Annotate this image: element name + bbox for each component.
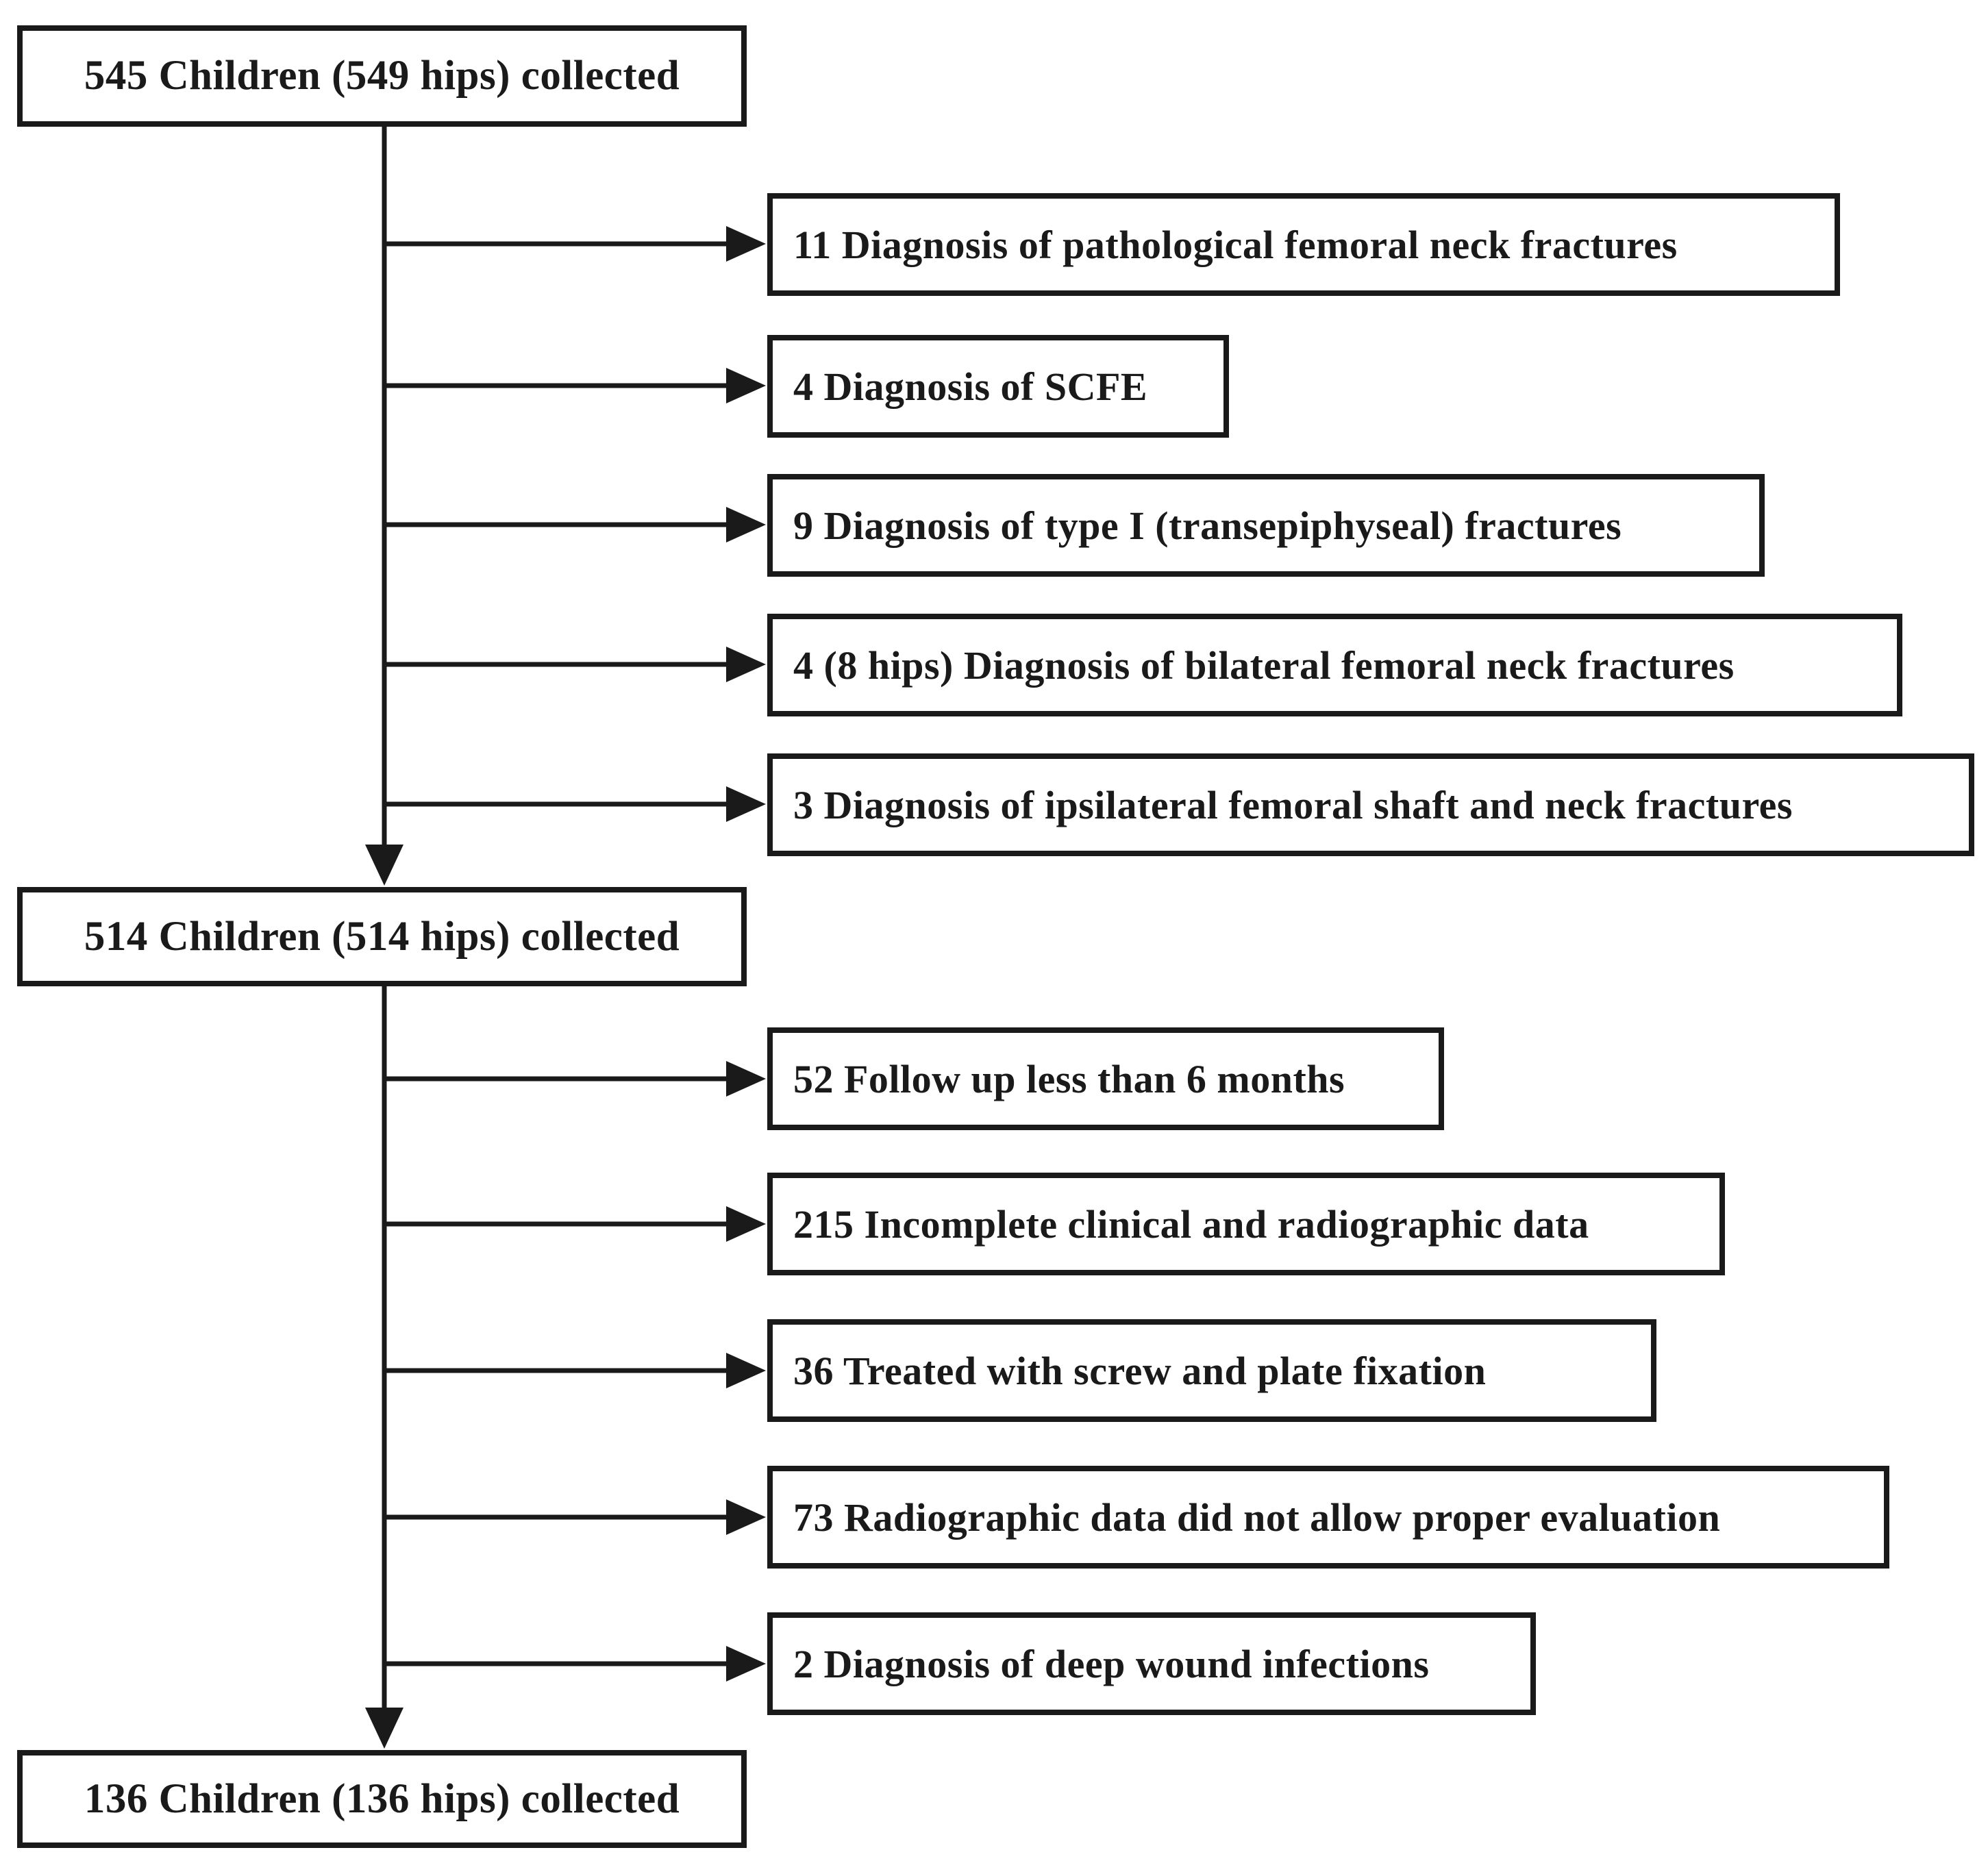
exclusion-label: 73 Radiographic data did not allow prope… — [793, 1495, 1721, 1540]
right-arrowhead-icon — [726, 1646, 766, 1682]
exclusion-box-bilateral-fractures: 4 (8 hips) Diagnosis of bilateral femora… — [767, 614, 1902, 716]
right-arrowhead-icon — [726, 507, 766, 542]
exclusion-label: 3 Diagnosis of ipsilateral femoral shaft… — [793, 782, 1793, 827]
exclusion-box-short-followup: 52 Follow up less than 6 months — [767, 1027, 1444, 1130]
intermediate-cohort-box: 514 Children (514 hips) collected — [17, 887, 747, 986]
exclusion-label: 2 Diagnosis of deep wound infections — [793, 1641, 1430, 1686]
exclusion-label: 36 Treated with screw and plate fixation — [793, 1348, 1487, 1393]
final-cohort-box: 136 Children (136 hips) collected — [17, 1750, 747, 1848]
exclusion-box-radiographic-evaluation: 73 Radiographic data did not allow prope… — [767, 1466, 1889, 1569]
right-arrowhead-icon — [726, 786, 766, 822]
right-arrowhead-icon — [726, 1061, 766, 1097]
exclusion-label: 9 Diagnosis of type I (transepiphyseal) … — [793, 503, 1622, 548]
initial-cohort-label: 545 Children (549 hips) collected — [84, 53, 680, 99]
intermediate-cohort-label: 514 Children (514 hips) collected — [84, 913, 680, 960]
exclusion-box-pathological-fractures: 11 Diagnosis of pathological femoral nec… — [767, 193, 1840, 296]
down-arrowhead-icon — [365, 845, 403, 886]
exclusion-box-type1-fractures: 9 Diagnosis of type I (transepiphyseal) … — [767, 474, 1765, 577]
exclusion-box-deep-wound-infections: 2 Diagnosis of deep wound infections — [767, 1612, 1536, 1715]
right-arrowhead-icon — [726, 226, 766, 262]
exclusion-label: 215 Incomplete clinical and radiographic… — [793, 1201, 1589, 1247]
exclusion-box-screw-plate-fixation: 36 Treated with screw and plate fixation — [767, 1319, 1656, 1422]
right-arrowhead-icon — [726, 1499, 766, 1535]
final-cohort-label: 136 Children (136 hips) collected — [84, 1775, 680, 1822]
exclusion-label: 11 Diagnosis of pathological femoral nec… — [793, 222, 1678, 267]
right-arrowhead-icon — [726, 1353, 766, 1388]
initial-cohort-box: 545 Children (549 hips) collected — [17, 25, 747, 127]
right-arrowhead-icon — [726, 647, 766, 682]
right-arrowhead-icon — [726, 368, 766, 403]
exclusion-label: 52 Follow up less than 6 months — [793, 1056, 1345, 1101]
down-arrowhead-icon — [365, 1708, 403, 1749]
exclusion-label: 4 (8 hips) Diagnosis of bilateral femora… — [793, 642, 1735, 688]
exclusion-box-ipsilateral-fractures: 3 Diagnosis of ipsilateral femoral shaft… — [767, 753, 1974, 856]
exclusion-label: 4 Diagnosis of SCFE — [793, 364, 1148, 409]
exclusion-box-scfe: 4 Diagnosis of SCFE — [767, 335, 1229, 438]
right-arrowhead-icon — [726, 1206, 766, 1242]
exclusion-box-incomplete-data: 215 Incomplete clinical and radiographic… — [767, 1173, 1725, 1275]
